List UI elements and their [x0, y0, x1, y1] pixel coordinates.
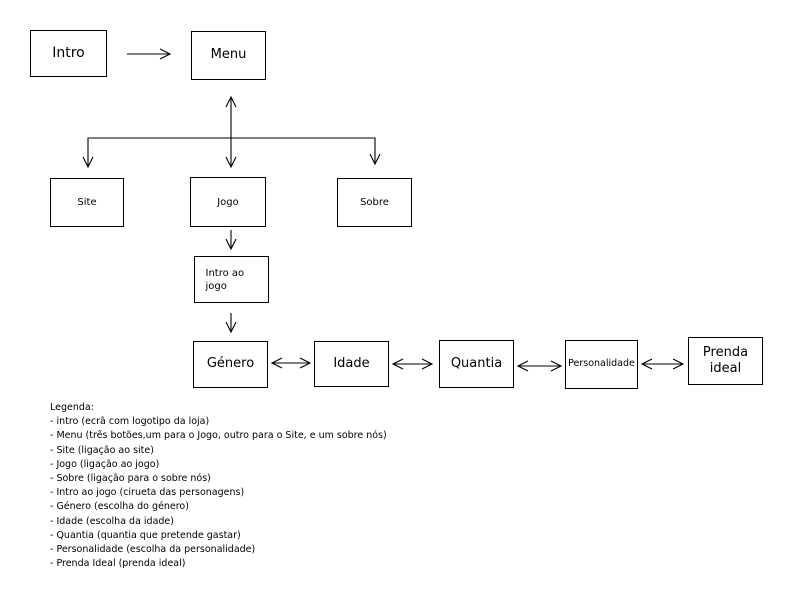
legend-item: - Prenda Ideal (prenda ideal): [50, 558, 186, 570]
node-quantia: Quantia: [439, 340, 514, 388]
legend-item: - Jogo (ligação ao jogo): [50, 458, 160, 470]
legend-item: - Intro ao jogo (cirueta das personagens…: [50, 487, 245, 499]
node-prenda-ideal: Prenda ideal: [688, 337, 763, 385]
legend: Legenda: - intro (ecrã com logotipo da l…: [50, 401, 387, 571]
node-personalidade: Personalidade: [565, 340, 638, 389]
branch-to-sobre: [231, 137, 375, 164]
node-jogo: Jogo: [190, 177, 266, 227]
branch-to-site: [88, 137, 231, 167]
node-site-label: Site: [77, 197, 97, 208]
legend-item: - Site (ligação ao site): [50, 444, 154, 456]
node-idade: Idade: [314, 341, 389, 387]
node-jogo-label: Jogo: [217, 196, 239, 208]
node-sobre-label: Sobre: [360, 197, 389, 208]
legend-item: - Género (escolha do género): [50, 501, 189, 513]
node-genero-label: Género: [206, 356, 255, 372]
node-sobre: Sobre: [337, 178, 412, 227]
node-site: Site: [50, 178, 124, 227]
legend-item: - intro (ecrã com logotipo da loja): [50, 416, 210, 428]
legend-item: - Menu (três botões,um para o Jogo, outr…: [50, 430, 387, 442]
legend-item: - Sobre (ligação para o sobre nós): [50, 473, 211, 485]
legend-item: - Personalidade (escolha da personalidad…: [50, 544, 256, 556]
legend-item: - Quantia (quantia que pretende gastar): [50, 529, 241, 541]
node-idade-label: Idade: [333, 355, 370, 371]
node-quantia-label: Quantia: [450, 355, 503, 371]
node-intro: Intro: [30, 30, 107, 77]
legend-item: - Idade (escolha da idade): [50, 515, 174, 527]
node-intro-ao-jogo-label: Intro ao jogo: [205, 267, 245, 292]
node-intro-label: Intro: [52, 45, 85, 62]
node-menu-label: Menu: [210, 47, 247, 63]
node-prenda-ideal-label: Prenda ideal: [702, 344, 749, 376]
node-menu: Menu: [191, 31, 266, 80]
node-personalidade-label: Personalidade: [568, 358, 635, 370]
legend-title: Legenda:: [50, 402, 94, 413]
node-genero: Género: [193, 341, 268, 388]
node-intro-ao-jogo: Intro ao jogo: [194, 256, 269, 303]
